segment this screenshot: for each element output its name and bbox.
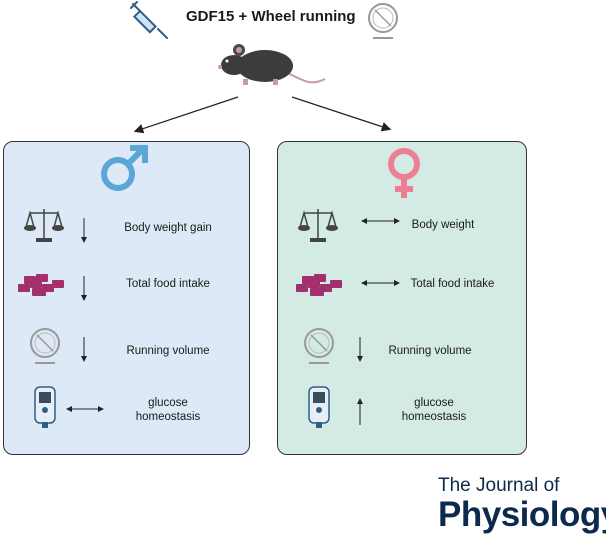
running-wheel-icon [30,328,60,364]
journal-name-line2: Physiology [438,495,606,534]
female-symbol-icon [388,148,420,198]
food-pellets-icon [296,274,342,296]
female-row-label: Running volume [388,345,472,357]
running-wheel-icon [304,328,334,364]
split-arrows [133,96,392,134]
diagram-title: GDF15 + Wheel running [186,8,356,25]
male-row-label: Total food intake [126,278,210,290]
male-symbol-icon [101,145,148,191]
glucometer-icon [308,386,330,428]
journal-name-line1: The Journal of [438,475,560,496]
glucometer-icon [34,386,56,428]
balance-scale-icon [298,209,338,242]
balance-scale-icon [24,209,64,242]
syringe-icon [130,1,168,39]
female-row-label: Body weight [411,219,475,231]
female-row-label: glucose homeostasis [401,397,467,423]
male-row-label: Body weight gain [124,222,212,234]
male-row-label: Running volume [126,345,210,357]
food-pellets-icon [18,274,64,296]
female-row-label: Total food intake [410,278,495,290]
mouse-illustration [218,44,326,85]
running-wheel-icon [368,3,398,39]
male-row-label: glucose homeostasis [135,397,201,423]
